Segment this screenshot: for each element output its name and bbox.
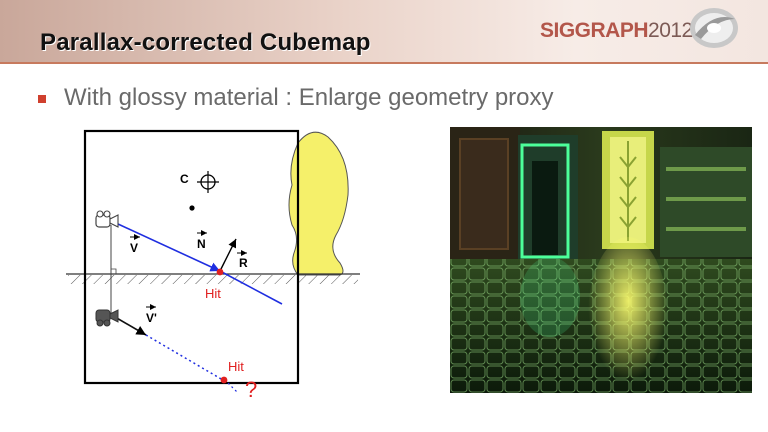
reflected-ray-dotted [145,334,229,384]
cubemap-center-point [189,205,195,211]
rendered-scene-image [450,127,752,393]
logo-disc-icon [690,8,738,48]
logo-year: 2012 [648,19,693,42]
view-ray [117,223,221,272]
header-divider [0,62,768,64]
ground-hatch [68,275,358,284]
label-n: N [197,237,206,251]
view-ray-continued [219,270,283,305]
label-hit-bottom: Hit [228,359,244,374]
right-angle-mark [111,268,117,274]
object-blob [288,131,349,276]
label-v-prime: V' [146,311,157,325]
logo-text: SIGGRAPH2012 [540,19,693,43]
label-r: R [239,256,248,270]
label-hit-top: Hit [205,286,221,301]
proxy-box [83,129,300,385]
label-v: V [130,241,138,255]
label-question: ? [245,377,257,402]
parallax-diagram: C N R V V' Hit Hit ? [66,129,360,402]
hit-point-far [220,376,228,384]
crosshair-icon [197,171,219,193]
bullet-marker [38,95,46,103]
slide-header [0,0,768,62]
reflected-ray-tail [227,382,239,394]
logo-name: SIGGRAPH [540,19,649,42]
slide-title: Parallax-corrected Cubemap [40,29,371,56]
mirrored-camera-icon [95,309,119,327]
label-c: C [180,172,189,186]
siggraph-logo: SIGGRAPH2012 [540,8,760,49]
normal-arrow [219,238,237,272]
hit-point [216,268,224,276]
reflected-ray [114,316,147,336]
bullet-text: With glossy material : Enlarge geometry … [64,84,554,111]
camera-icon [95,210,119,228]
